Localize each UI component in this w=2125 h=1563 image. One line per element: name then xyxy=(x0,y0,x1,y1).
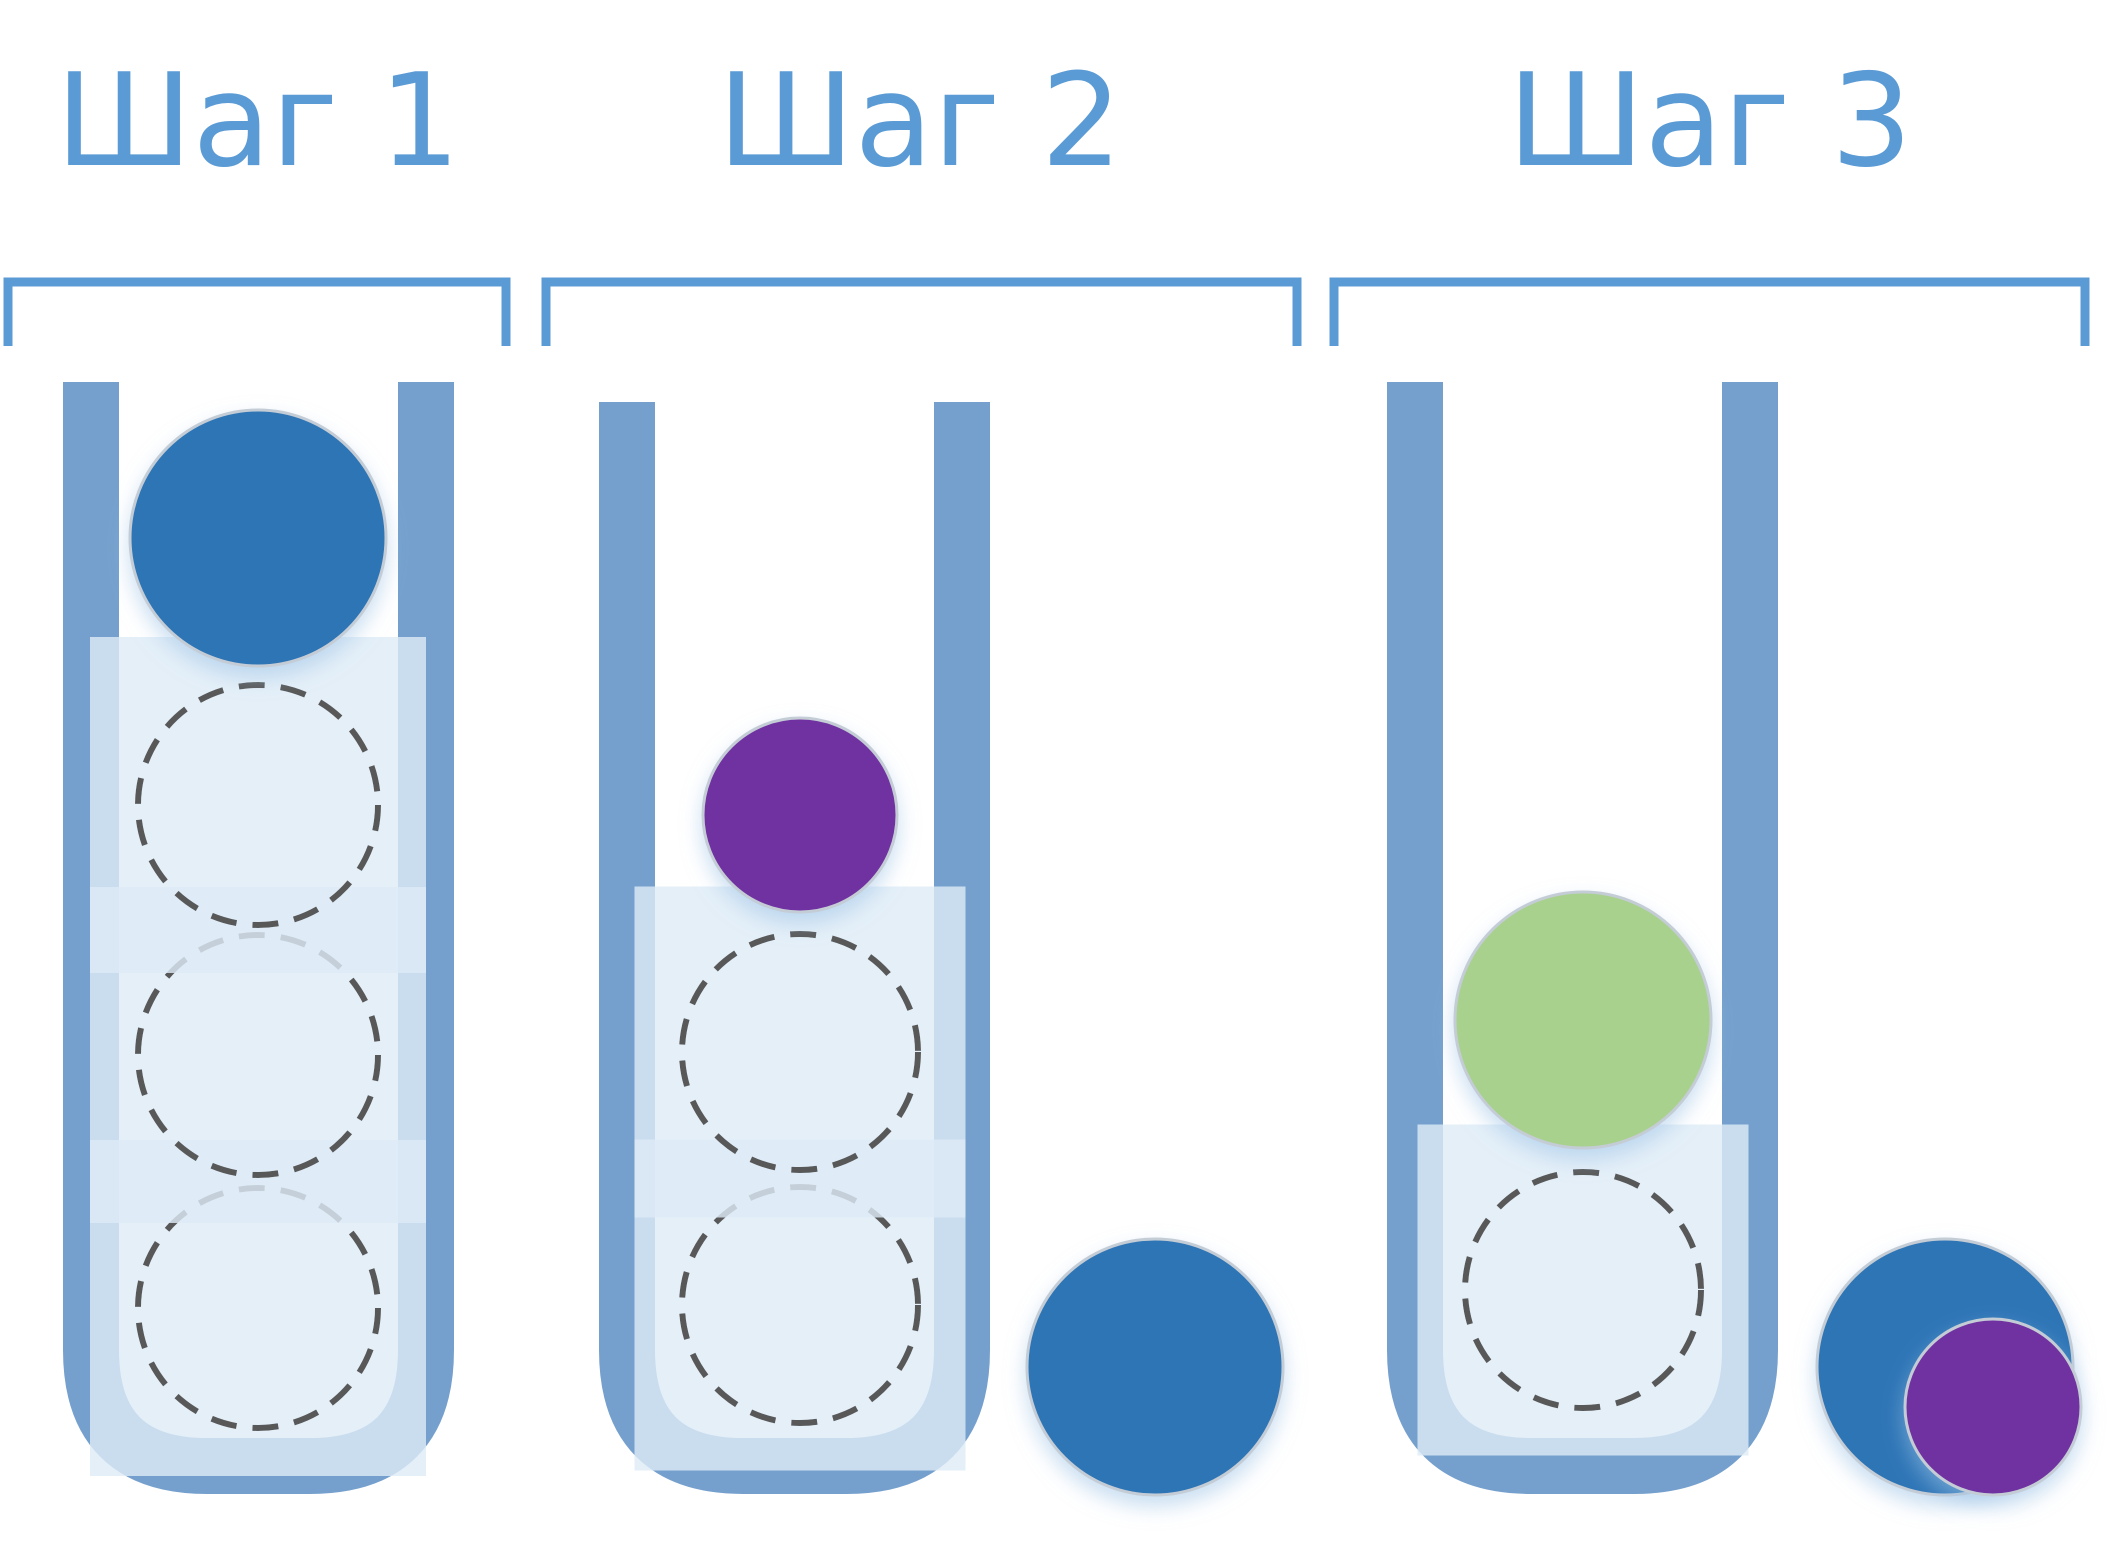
step-2-tube xyxy=(599,402,990,1494)
step-3-panel: Шаг 3 xyxy=(1329,47,2090,1497)
step-2-empty-slot-2 xyxy=(679,931,921,1173)
step-1-blue-ball xyxy=(128,408,388,668)
step-3-purple-ball-outside xyxy=(1903,1317,2083,1497)
step-3-empty-slot-2 xyxy=(1462,1169,1704,1411)
step-1-empty-slot-4 xyxy=(135,1185,381,1431)
step-1-empty-slot-2 xyxy=(135,682,381,928)
step-2-blue-ball-outside xyxy=(1025,1237,1285,1497)
step-2-panel: Шаг 2 xyxy=(541,47,1302,1497)
step-1-tube xyxy=(63,382,454,1494)
step-3-bracket xyxy=(1329,277,2090,346)
step-1-bracket xyxy=(3,277,511,346)
step-2-empty-slot-3 xyxy=(679,1184,921,1426)
step-1-empty-slot-3 xyxy=(135,932,381,1178)
step-3-green-ball xyxy=(1453,890,1713,1150)
step-2-title: Шаг 2 xyxy=(718,47,1123,196)
step-3-tube xyxy=(1387,382,1778,1494)
step-2-bracket xyxy=(541,277,1302,346)
step-2-purple-ball xyxy=(701,716,899,914)
step-3-title: Шаг 3 xyxy=(1508,47,1913,196)
step-1-title: Шаг 1 xyxy=(56,47,461,196)
step-1-panel: Шаг 1 xyxy=(3,47,511,1494)
